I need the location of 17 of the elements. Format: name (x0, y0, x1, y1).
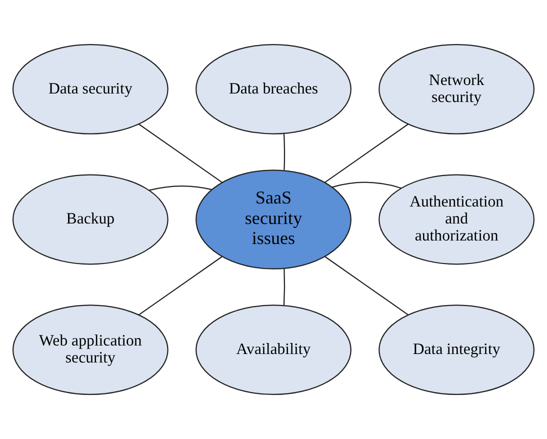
connector (283, 134, 286, 170)
node-ellipse: Authentication and authorization (378, 174, 535, 265)
node-ellipse: Backup (12, 174, 168, 265)
node-ellipse: Availability (196, 304, 352, 396)
node-ellipse: SaaS security issues (196, 170, 352, 270)
connector (138, 124, 222, 183)
connector (324, 124, 408, 183)
connector (324, 256, 409, 316)
connector (148, 185, 212, 191)
node-ellipse: Network security (378, 44, 535, 134)
node-ellipse: Web application security (12, 304, 168, 396)
node-ellipse: Data integrity (378, 304, 535, 396)
node-ellipse: Data security (12, 44, 168, 134)
connector (138, 256, 222, 316)
connector (283, 268, 286, 306)
connector (332, 182, 402, 189)
node-ellipse: Data breaches (196, 44, 352, 134)
